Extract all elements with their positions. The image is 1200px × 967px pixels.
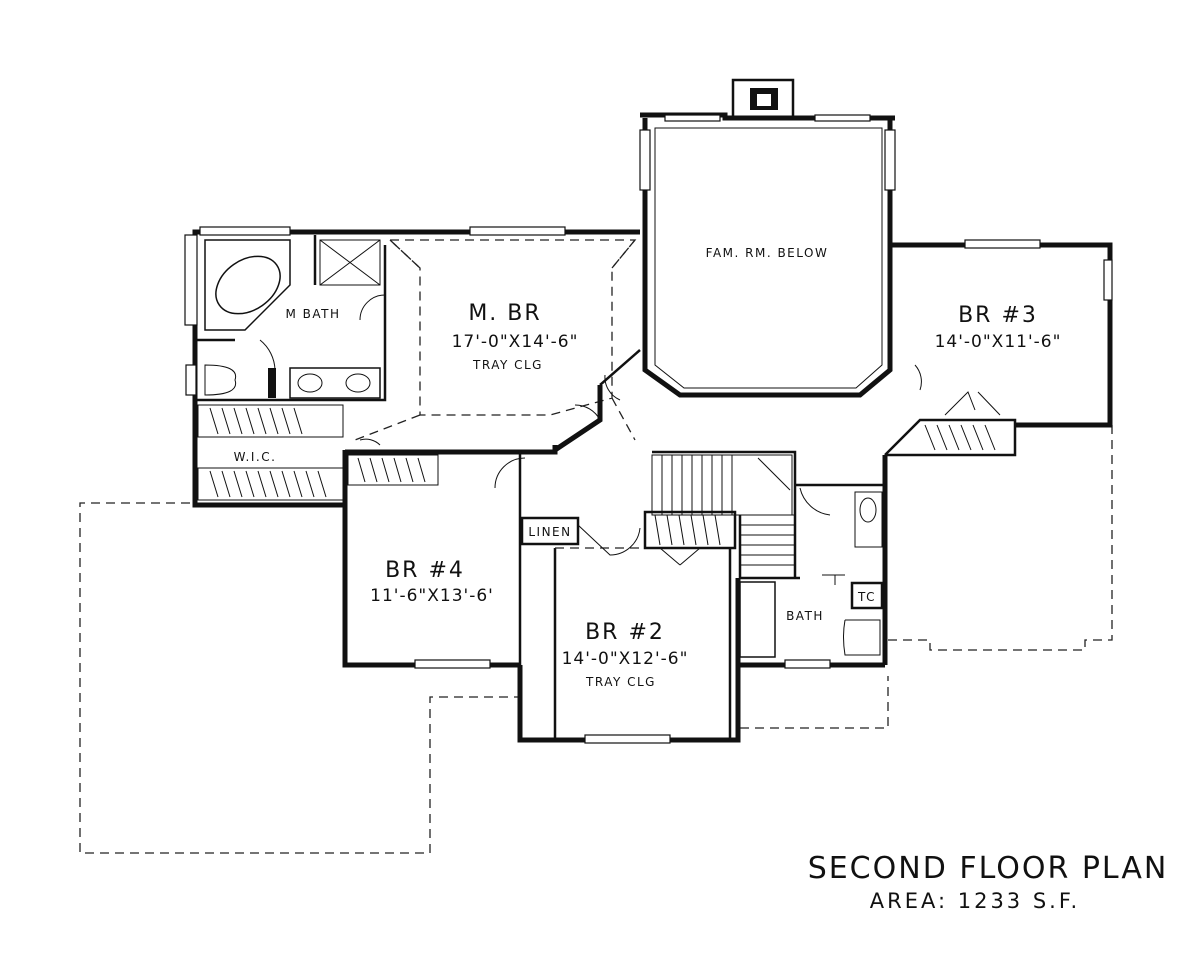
bedroom-4-walls [342,450,580,669]
br2-note: TRAY CLG [585,675,656,689]
m-br-dims: 17'-0"X14'-6" [452,332,579,352]
bedroom-2-walls [517,510,741,744]
bath-label: BATH [786,609,824,623]
first-floor-outline-dashed [79,425,1113,854]
linen-label: LINEN [528,525,571,539]
chimney [731,78,795,120]
br3-label: BR #3 [958,303,1038,328]
hallway-walls [345,349,641,455]
fam-rm-label: FAM. RM. BELOW [706,246,829,260]
master-vanity [204,364,381,399]
m-br-note: TRAY CLG [472,358,543,372]
staircase [651,450,800,580]
bedroom-3-walls [882,239,1113,665]
m-bath-label: M BATH [285,307,340,321]
master-tub [204,239,291,331]
br4-label: BR #4 [385,558,465,583]
walk-in-closet-shelving [197,404,344,501]
plan-title-block: SECOND FLOOR PLAN AREA: 1233 S.F. [808,851,1169,913]
br3-dims: 14'-0"X11'-6" [935,332,1062,352]
family-room-bay [639,112,896,398]
wic-label: W.I.C. [234,450,277,464]
br2-dims: 14'-0"X12'-6" [562,649,689,669]
hall-bath [738,483,885,669]
m-br-label: M. BR [468,301,541,326]
master-doors [259,294,386,446]
plan-area: AREA: 1233 S.F. [870,889,1080,913]
br4-dims: 11'-6"X13'-6' [370,586,494,606]
br2-label: BR #2 [585,620,665,645]
room-labels: FAM. RM. BELOW M. BR 17'-0"X14'-6" TRAY … [234,246,1062,689]
tc-label: TC [857,590,876,604]
master-bedroom-tray-ceiling [354,239,637,441]
plan-title: SECOND FLOOR PLAN [808,851,1169,886]
